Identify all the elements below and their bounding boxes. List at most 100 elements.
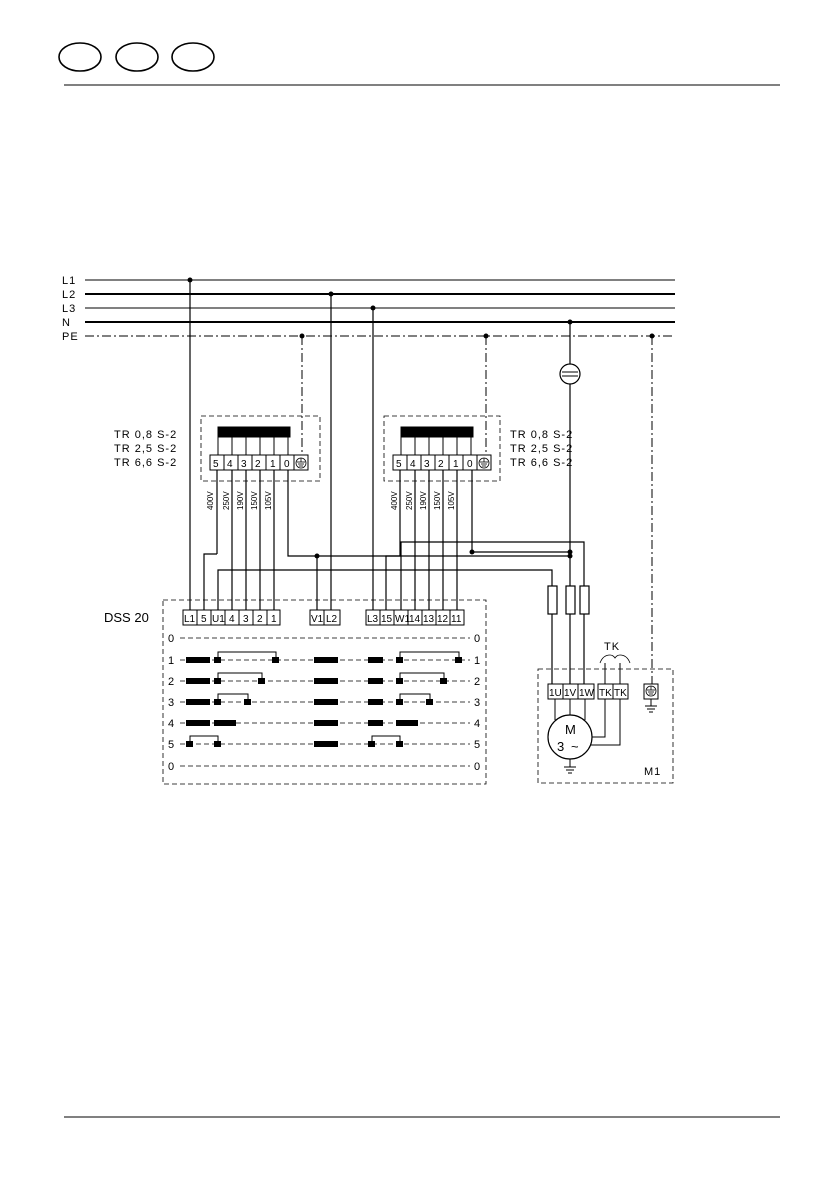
terminal-label: 3: [424, 459, 430, 470]
junction-dot: [315, 554, 319, 558]
position-label: 5: [168, 739, 174, 751]
terminal-label: 5: [396, 459, 402, 470]
junction-dot: [470, 550, 474, 554]
terminal-label: TK: [599, 688, 612, 699]
position-label: 1: [474, 655, 480, 667]
bus-label: L1: [62, 275, 76, 287]
transformer-right-wiring: [386, 470, 584, 610]
terminal-label: 4: [229, 614, 235, 625]
junction-dot: [650, 334, 654, 338]
voltage-label: 250V: [405, 491, 414, 510]
bus-label: L2: [62, 289, 76, 301]
transformer-model: TR 6,6 S-2: [510, 457, 573, 469]
transformer-model: TR 6,6 S-2: [114, 457, 177, 469]
motor-terminals: 1U 1V 1W TK TK: [549, 688, 627, 699]
terminal-label: 3: [241, 459, 247, 470]
terminal-label: 2: [438, 459, 444, 470]
voltage-label: 400V: [206, 491, 215, 510]
bus-labels: L1 L2 L3 N PE: [62, 275, 79, 343]
terminal-label: 11: [451, 614, 462, 625]
bus-label: N: [62, 317, 71, 329]
motor-symbol-ac: ~: [571, 739, 579, 754]
voltage-label: 150V: [250, 491, 259, 510]
position-label: 3: [474, 697, 480, 709]
transformer-model: TR 0,8 S-2: [510, 429, 573, 441]
switch-positions-left: 0 1 2 3 4 5 0: [168, 633, 174, 773]
junction-dot: [568, 550, 572, 554]
voltage-label: 250V: [222, 491, 231, 510]
voltage-label: 150V: [433, 491, 442, 510]
earth-icon: [479, 458, 489, 468]
terminal-label: 2: [257, 614, 263, 625]
terminal-label: 13: [423, 614, 435, 625]
switch-terminals: L1 5 U1 4 3 2 1 V1 L2 L3 15 W1 14 13 12 …: [184, 614, 462, 625]
motor-m1: [538, 655, 673, 783]
junction-dot: [300, 334, 304, 338]
bus-lines: [85, 280, 675, 336]
bus-label: PE: [62, 331, 79, 343]
voltage-label: 400V: [390, 491, 399, 510]
terminal-label: 1: [270, 459, 276, 470]
terminal-label: 1: [453, 459, 459, 470]
terminal-label: 3: [243, 614, 249, 625]
junction-dot: [329, 292, 333, 296]
terminal-label: U1: [212, 614, 225, 625]
transformer-models-right: TR 0,8 S-2 TR 2,5 S-2 TR 6,6 S-2: [510, 429, 573, 469]
position-label: 0: [168, 761, 174, 773]
language-circles: [59, 43, 214, 71]
voltage-label: 190V: [419, 491, 428, 510]
junction-dot: [371, 306, 375, 310]
terminal-label: 15: [381, 614, 393, 625]
position-label: 2: [168, 676, 174, 688]
position-label: 3: [168, 697, 174, 709]
terminal-label: L3: [367, 614, 379, 625]
position-label: 5: [474, 739, 480, 751]
junction-dot: [188, 278, 192, 282]
position-label: 4: [168, 718, 174, 730]
motor-symbol-letter: M: [565, 722, 576, 737]
motor-name: M1: [644, 766, 661, 778]
position-label: 1: [168, 655, 174, 667]
motor-symbol-phase: 3: [557, 739, 564, 754]
position-label: 0: [474, 761, 480, 773]
terminal-label: 1W: [579, 688, 595, 699]
terminal-label: L1: [184, 614, 196, 625]
pe-connections: [302, 336, 652, 684]
transformer-model: TR 2,5 S-2: [114, 443, 177, 455]
contact-bridges: [190, 652, 459, 741]
earth-icon: [646, 686, 656, 696]
junction-dot: [568, 320, 572, 324]
terminal-label: 1U: [549, 688, 562, 699]
language-circle: [116, 43, 158, 71]
terminal-label: 0: [284, 459, 290, 470]
thermal-contact-label: TK: [604, 641, 620, 653]
terminal-label: 4: [410, 459, 416, 470]
switch-name: DSS 20: [104, 610, 149, 625]
terminal-label: 5: [201, 614, 207, 625]
position-label: 4: [474, 718, 480, 730]
earth-icon: [296, 458, 306, 468]
transformer-left-wiring: [204, 470, 570, 610]
junction-dot: [484, 334, 488, 338]
terminal-label: 14: [409, 614, 421, 625]
terminal-label: 1V: [564, 688, 577, 699]
terminal-label: V1: [311, 614, 324, 625]
terminal-label: 2: [255, 459, 261, 470]
transformer-model: TR 0,8 S-2: [114, 429, 177, 441]
voltage-label: 105V: [447, 491, 456, 510]
terminal-label: 4: [227, 459, 233, 470]
neutral-isolator-symbol: [560, 364, 580, 384]
position-label: 0: [168, 633, 174, 645]
terminal-label: 5: [213, 459, 219, 470]
terminal-label: 0: [467, 459, 473, 470]
position-label: 2: [474, 676, 480, 688]
bus-label: L3: [62, 303, 76, 315]
terminal-label: 12: [437, 614, 449, 625]
terminal-label: L2: [326, 614, 338, 625]
language-circle: [172, 43, 214, 71]
voltage-label: 190V: [236, 491, 245, 510]
dss20-switch: [163, 600, 486, 784]
transformer-right: [384, 416, 500, 481]
terminal-label: 1: [271, 614, 277, 625]
